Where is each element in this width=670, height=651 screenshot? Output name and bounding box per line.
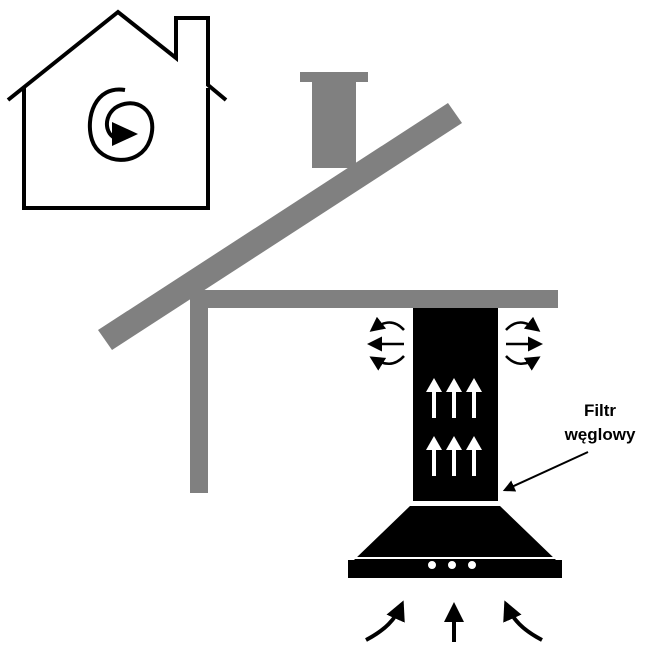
- filter-label-group: Filtr węglowy: [502, 401, 636, 492]
- intake-arrows: [365, 600, 543, 642]
- play-triangle: [112, 122, 138, 146]
- filter-label-line1: Filtr: [584, 401, 616, 420]
- house-recirculation-icon: [6, 9, 228, 210]
- chimney-stack: [312, 78, 356, 168]
- outflow-arrows-left: [367, 316, 405, 371]
- outflow-arrows-right: [505, 316, 543, 371]
- filter-label-line2: węglowy: [564, 425, 636, 444]
- hood-canopy: [348, 506, 562, 578]
- internal-airflow-arrows: [426, 378, 482, 476]
- wall-post: [190, 290, 208, 493]
- ceiling-beam: [190, 290, 558, 308]
- arrow-row-bottom: [426, 436, 482, 476]
- carbon-filter-strip: [413, 501, 498, 506]
- hood-lights: [426, 559, 478, 571]
- recirculation-spiral: [87, 87, 155, 162]
- chimney-cap: [300, 72, 368, 82]
- house-outline: [6, 9, 228, 210]
- arrow-row-top: [426, 378, 482, 418]
- building-structure: [98, 72, 558, 493]
- filter-pointer-line: [502, 451, 589, 492]
- roof-beam: [98, 103, 462, 350]
